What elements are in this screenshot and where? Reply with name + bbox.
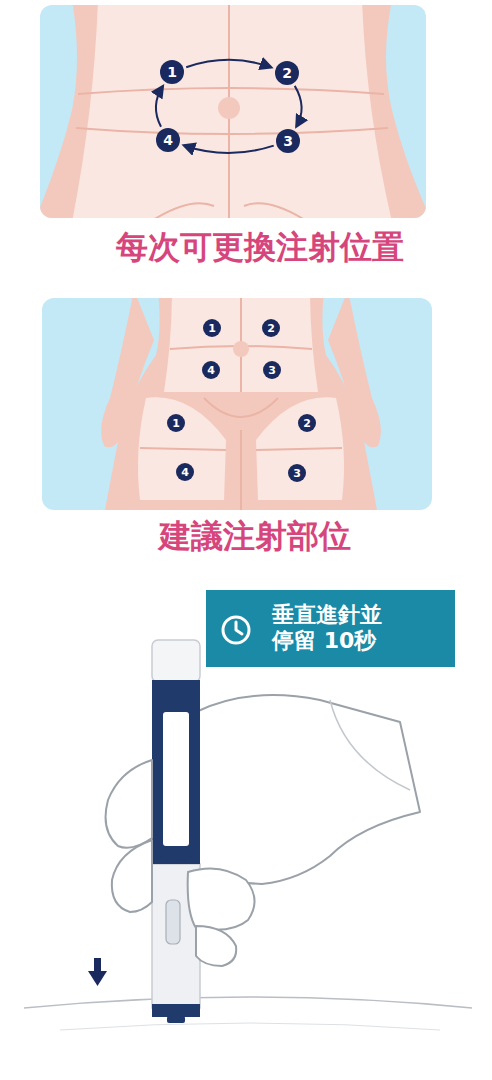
site-number-circle: 2: [262, 319, 280, 337]
site-number: 4: [181, 467, 189, 478]
rotation-arrow: [186, 60, 271, 67]
site-number-circle: 3: [276, 129, 300, 153]
site-number-circle: 1: [160, 60, 184, 84]
leg-gap: [240, 430, 242, 510]
push-arrow: [88, 971, 107, 986]
rotation-arrow: [156, 86, 163, 126]
site-number: 3: [283, 134, 293, 148]
site-number: 4: [163, 133, 173, 147]
thigh-zone: [138, 397, 226, 500]
skin-surface: [24, 997, 472, 1008]
abdomen-rotation-panel: [34, 0, 432, 222]
torso-skin: [40, 5, 426, 218]
zone-divider: [76, 128, 388, 134]
instruction-box: 垂直進針並 停留 10秒: [206, 590, 455, 667]
index-finger: [106, 760, 152, 848]
site-number-circle: 1: [167, 414, 185, 432]
site-number-circle: 4: [156, 128, 180, 152]
hand-crease: [330, 700, 410, 790]
navel: [218, 97, 240, 119]
middle-finger: [112, 840, 152, 912]
skin-surface: [60, 1023, 440, 1030]
site-number: 3: [268, 365, 276, 376]
groin-line: [204, 398, 278, 417]
site-number-circle: 3: [263, 361, 281, 379]
groin-line: [244, 203, 308, 218]
site-number: 2: [303, 418, 311, 429]
site-number-circle: 3: [288, 464, 306, 482]
site-number-circle: 4: [202, 361, 220, 379]
site-number-circle: 2: [298, 414, 316, 432]
pen-notch: [152, 852, 200, 864]
dose-window: [166, 900, 180, 944]
finger-front: [196, 926, 236, 966]
zone-divider: [140, 448, 226, 450]
zone-divider: [256, 448, 342, 450]
pen-cap: [152, 640, 200, 682]
hand-palm: [196, 695, 420, 884]
caption-label: 每次可更換注射位置: [60, 228, 460, 266]
pen-body: [152, 680, 200, 866]
abdomen-zone: [164, 298, 318, 392]
push-arrow: [94, 958, 101, 972]
rotation-arrow: [184, 146, 274, 154]
site-number-circle: 2: [275, 61, 299, 85]
site-number: 1: [208, 323, 216, 334]
groin-line: [150, 203, 214, 218]
site-number: 1: [172, 418, 180, 429]
abdomen-zone: [72, 5, 392, 218]
site-number: 1: [167, 65, 177, 79]
instruction-text: 垂直進針並 停留 10秒: [272, 602, 404, 655]
caption-label: 建議注射部位: [110, 517, 400, 555]
thigh-zone: [256, 397, 344, 500]
clock-icon: [218, 612, 254, 648]
site-number: 3: [293, 468, 301, 479]
pen-base: [152, 1004, 200, 1017]
navel: [233, 341, 249, 357]
site-number: 2: [267, 323, 275, 334]
suggested-sites-panel: [42, 290, 432, 515]
rotation-arrow: [295, 86, 302, 126]
site-number-circle: 1: [203, 319, 221, 337]
finger-front: [188, 868, 255, 929]
pen-needle-cap: [167, 1016, 185, 1023]
body-skin: [104, 298, 378, 510]
site-number: 2: [282, 66, 292, 80]
pen-injection-illustration: [24, 640, 472, 1030]
site-number-circle: 4: [176, 463, 194, 481]
pen-label-window: [163, 712, 189, 846]
site-number: 4: [207, 365, 215, 376]
zone-divider: [78, 88, 384, 94]
